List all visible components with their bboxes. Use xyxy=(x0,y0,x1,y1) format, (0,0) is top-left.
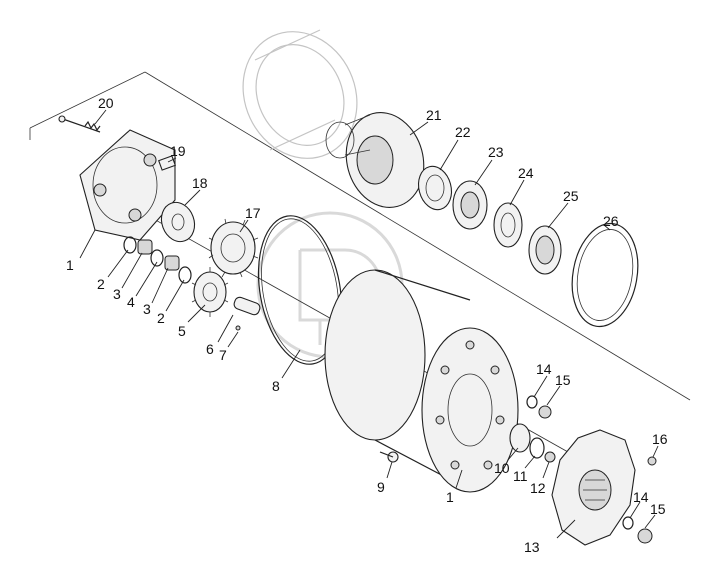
callout-label: 20 xyxy=(98,95,114,111)
callout-label: 2 xyxy=(157,310,165,326)
lock-washer xyxy=(493,202,523,248)
callout-label: 21 xyxy=(426,107,442,123)
callout-label: 24 xyxy=(518,165,534,181)
callout-label: 17 xyxy=(245,205,261,221)
callout-label: 4 xyxy=(127,294,135,310)
hub-cover xyxy=(551,429,636,546)
leader-lines xyxy=(79,109,659,539)
bolt xyxy=(58,115,101,133)
callout-label: 12 xyxy=(530,480,546,496)
planet-carrier xyxy=(79,129,176,241)
callout-label: 14 xyxy=(536,361,552,377)
large-seal-ring xyxy=(571,222,639,328)
callout-labels: 1 2 3 4 3 2 5 6 7 8 9 1 10 11 12 13 14 1… xyxy=(66,95,668,555)
o-ring-seal xyxy=(257,215,343,365)
callout-label: 23 xyxy=(488,144,504,160)
planet-gear-large xyxy=(208,218,259,278)
bearing-rings xyxy=(123,236,192,284)
callout-label: 25 xyxy=(563,188,579,204)
callout-label: 3 xyxy=(143,301,151,317)
callout-label: 18 xyxy=(192,175,208,191)
callout-label: 11 xyxy=(513,468,528,484)
housing-screw xyxy=(379,451,399,463)
callout-label: 15 xyxy=(555,372,571,388)
callout-label: 1 xyxy=(66,257,74,273)
callout-label: 22 xyxy=(455,124,471,140)
callout-label: 2 xyxy=(97,276,105,292)
callout-label: 10 xyxy=(494,460,510,476)
callout-label: 14 xyxy=(633,489,649,505)
planet-gear-small xyxy=(191,267,229,317)
spacer-ring xyxy=(417,165,453,211)
planet-pin xyxy=(233,296,261,331)
callout-label: 13 xyxy=(524,539,540,555)
lock-nut xyxy=(528,225,562,275)
callout-label: 26 xyxy=(603,213,619,229)
callout-label: 15 xyxy=(650,501,666,517)
callout-label: 7 xyxy=(219,347,227,363)
callout-label: 6 xyxy=(206,341,214,357)
thrust-washer xyxy=(160,201,196,243)
callout-label: 9 xyxy=(377,479,385,495)
callout-label: 8 xyxy=(272,378,280,394)
callout-label: 3 xyxy=(113,286,121,302)
ring-gear-ghost xyxy=(242,29,358,159)
sun-gear xyxy=(325,112,425,208)
callout-label: 16 xyxy=(652,431,668,447)
callout-label: 19 xyxy=(170,143,186,159)
cover-seal-parts xyxy=(509,395,657,544)
bearing-cone xyxy=(452,180,488,230)
callout-label: 1 xyxy=(446,489,454,505)
callout-label: 5 xyxy=(178,323,186,339)
wheel-hub-housing xyxy=(324,269,519,493)
